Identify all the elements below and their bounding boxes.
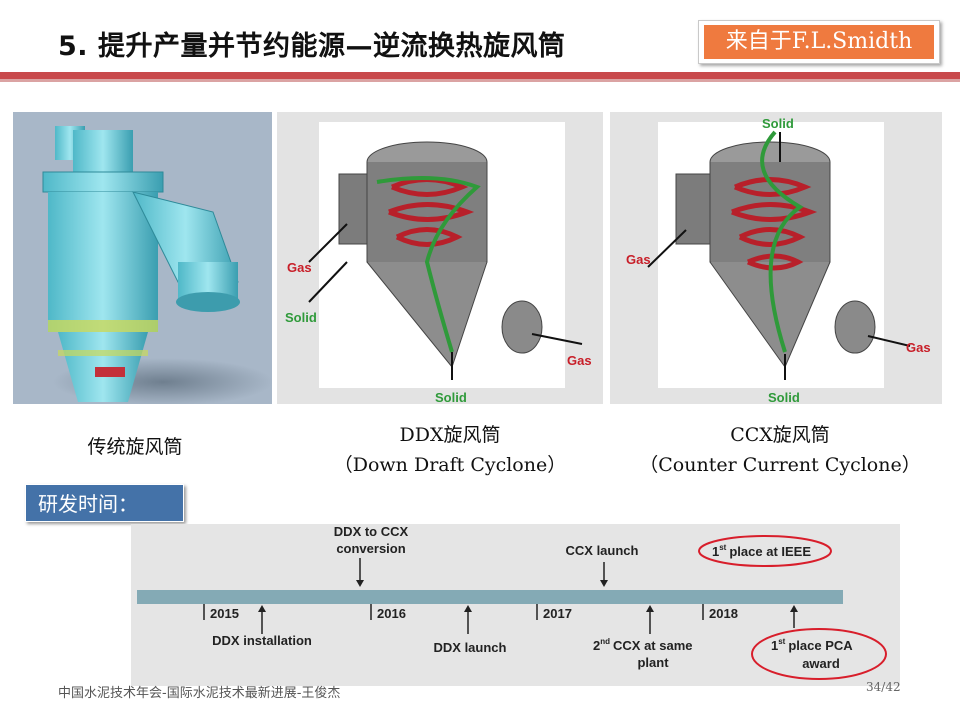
outlet-pipe (834, 300, 876, 354)
ddx-solid-out-label: Solid (435, 390, 467, 404)
ordinal-number: 2 (593, 638, 600, 653)
lower-walkway (58, 350, 148, 356)
ddx-caption-title: DDX旋风筒 (399, 424, 501, 446)
year-label: 2017 (543, 606, 572, 621)
upper-ring (42, 171, 164, 193)
event-arrowhead (646, 605, 654, 612)
title-rule (0, 72, 960, 79)
traditional-cyclone-image (13, 112, 273, 406)
page-number: 34/42 (866, 680, 901, 694)
event-ddx-to-ccx-line2: conversion (336, 541, 405, 556)
ccx-gas-out-label: Gas (906, 340, 931, 355)
timeline-drawing: 2015 2016 2017 2018 DDX to CCX conversio… (137, 524, 887, 680)
event-ddx-installation: DDX installation (212, 633, 312, 648)
gas-spiral (731, 177, 818, 271)
event-arrowhead (258, 605, 266, 612)
ordinal-suffix: st (778, 637, 785, 646)
timeline-bar (137, 590, 843, 604)
ordinal-suffix: nd (600, 637, 610, 646)
walkway (48, 320, 158, 332)
event-arrowhead (600, 580, 608, 587)
event-arrowhead (356, 580, 364, 587)
title-rule-shadow (0, 79, 960, 82)
gas-spiral (388, 177, 475, 247)
year-label: 2018 (709, 606, 738, 621)
gas-out-arrow (867, 335, 911, 347)
ordinal-number: 1 (712, 544, 719, 559)
event-ieee-text: place at IEEE (729, 544, 811, 559)
source-badge-label: 来自于F.L.Smidth (704, 25, 934, 59)
footer-text: 中国水泥技术年会-国际水泥技术最新进展-王俊杰 (58, 686, 341, 701)
gas-in-arrow (308, 223, 348, 263)
event-ccx-launch: CCX launch (566, 543, 639, 558)
ordinal-number: 1 (771, 638, 778, 653)
traditional-caption: 传统旋风筒 (87, 436, 183, 458)
event-ccx-same-plant-line2: plant (637, 655, 669, 670)
valve (95, 367, 125, 377)
slide-title: 5. 提升产量并节约能源—逆流换热旋风筒 (58, 31, 566, 62)
development-timeline: 2015 2016 2017 2018 DDX to CCX conversio… (131, 524, 900, 686)
section-label-dev-time: 研发时间： (25, 484, 184, 522)
gas-in-arrow (647, 229, 687, 268)
event-ddx-launch: DDX launch (434, 640, 507, 655)
ccx-cyclone-drawing: Solid Gas Gas Solid (626, 116, 931, 405)
ddx-solid-in-label: Solid (285, 310, 317, 325)
ddx-cyclone-drawing: Gas Solid Gas Solid (285, 122, 592, 405)
ieee-highlight-circle (698, 535, 832, 567)
pca-highlight-circle (751, 628, 887, 680)
ccx-gas-in-label: Gas (626, 252, 651, 267)
ccx-caption-subtitle: （Counter Current Cyclone） (639, 454, 921, 476)
traditional-cyclone-drawing (42, 126, 273, 406)
ccx-solid-in-label: Solid (762, 116, 794, 131)
source-badge: 来自于F.L.Smidth (698, 20, 940, 64)
event-pca-line2: award (802, 656, 840, 671)
event-arrowhead (464, 605, 472, 612)
ccx-caption-title: CCX旋风筒 (730, 424, 830, 446)
cyclone-body (48, 192, 158, 332)
ccx-solid-out-label: Solid (768, 390, 800, 404)
solid-path (376, 176, 481, 353)
year-label: 2015 (210, 606, 239, 621)
event-arrowhead (790, 605, 798, 612)
year-label: 2016 (377, 606, 406, 621)
event-ddx-to-ccx-line1: DDX to CCX (334, 524, 409, 539)
event-pca-text: place PCA (788, 638, 853, 653)
solid-in-arrow (308, 261, 348, 303)
ordinal-suffix: st (719, 543, 726, 552)
ddx-cyclone-image: Gas Solid Gas Solid (277, 112, 603, 405)
ccx-cyclone-image: Solid Gas Gas Solid (610, 112, 942, 405)
ddx-gas-in-label: Gas (287, 260, 312, 275)
outlet-flange (176, 292, 240, 312)
event-ccx-same-plant-text: CCX at same (613, 638, 692, 653)
ddx-caption-subtitle: （Down Draft Cyclone） (333, 454, 567, 476)
ddx-gas-out-label: Gas (567, 353, 592, 368)
gas-out-arrow (531, 333, 583, 345)
solid-path (760, 130, 804, 353)
outlet-pipe (501, 300, 543, 354)
